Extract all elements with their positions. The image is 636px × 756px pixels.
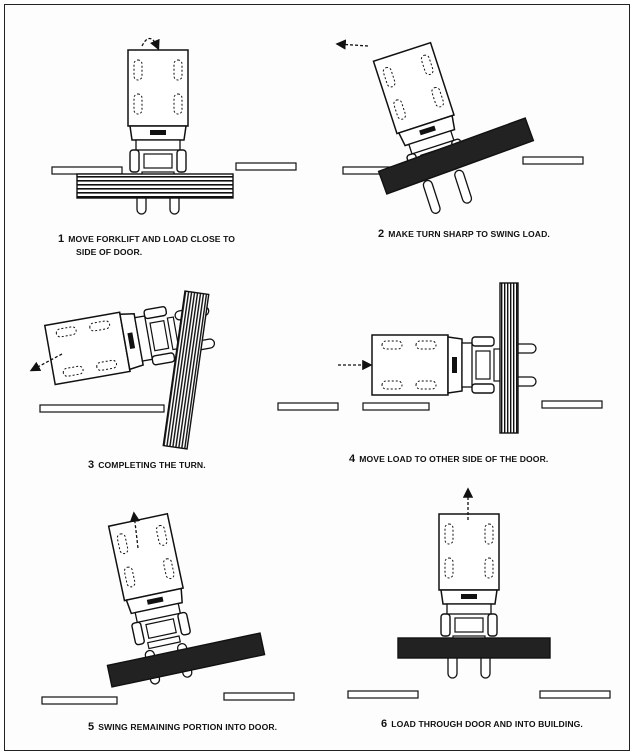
door-wall-right xyxy=(539,690,611,699)
caption-text: LOAD THROUGH DOOR AND INTO BUILDING. xyxy=(391,719,583,729)
caption-text: MOVE LOAD TO OTHER SIDE OF THE DOOR. xyxy=(359,454,549,464)
door-wall-right xyxy=(541,400,603,409)
motion-arrow xyxy=(335,39,369,50)
door-wall-left xyxy=(362,402,430,411)
step-4-illustration xyxy=(338,282,603,434)
step-number: 5 xyxy=(88,721,95,733)
pallet-load xyxy=(499,282,519,434)
door-wall-right xyxy=(223,692,295,701)
door-wall-right xyxy=(277,402,339,411)
pallet-load xyxy=(162,290,210,450)
step-6-illustration xyxy=(347,487,611,699)
door-wall-right xyxy=(522,156,584,165)
motion-arrow xyxy=(141,37,160,51)
step-2-illustration xyxy=(335,39,584,218)
caption-text: MOVE FORKLIFT AND LOAD CLOSE TO xyxy=(68,234,236,244)
caption-text: MAKE TURN SHARP TO SWING LOAD. xyxy=(388,229,550,239)
motion-arrow xyxy=(29,353,63,372)
caption-text-line2: SIDE OF DOOR. xyxy=(76,247,143,257)
door-wall-left xyxy=(41,696,118,705)
step-number: 1 xyxy=(58,233,65,245)
pallet-load xyxy=(106,632,266,688)
pallet-load xyxy=(76,173,234,199)
step-5-illustration xyxy=(41,511,295,705)
caption-text: COMPLETING THE TURN. xyxy=(98,460,206,470)
caption-text: SWING REMAINING PORTION INTO DOOR. xyxy=(98,722,278,732)
step-3-illustration xyxy=(29,290,339,450)
door-wall-right xyxy=(235,162,297,171)
step-number: 3 xyxy=(88,459,95,471)
door-wall-left xyxy=(347,690,419,699)
pallet-load xyxy=(397,637,551,659)
door-wall-left xyxy=(51,166,123,175)
step-number: 2 xyxy=(378,228,385,240)
pallet-load xyxy=(377,117,535,195)
step-number: 6 xyxy=(381,718,388,730)
step-number: 4 xyxy=(349,453,356,465)
door-wall-left xyxy=(39,404,165,413)
step-1-illustration xyxy=(51,37,297,215)
motion-arrow xyxy=(129,511,141,549)
